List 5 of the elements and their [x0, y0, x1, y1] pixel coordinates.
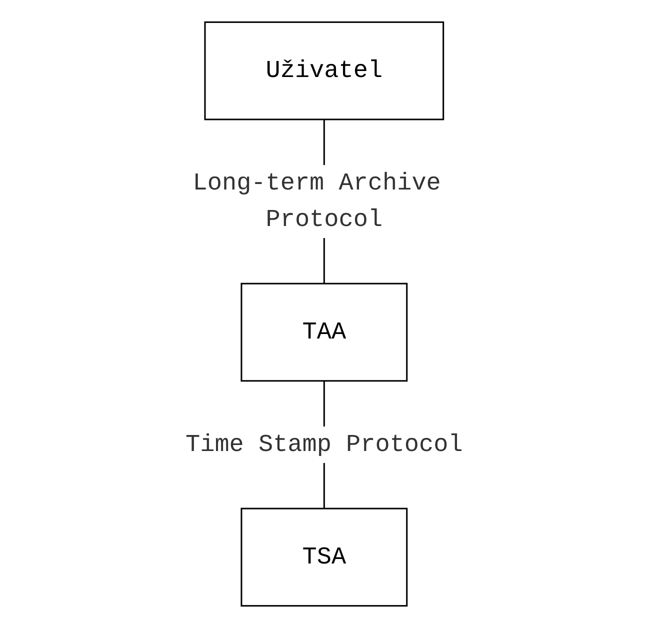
edge-label: Time Stamp Protocol — [186, 431, 464, 458]
edge-label: Long-term Archive Protocol — [193, 170, 442, 234]
node-box: TAA — [241, 282, 408, 382]
node-box: TSA — [241, 508, 408, 607]
node-box: Uživatel — [204, 21, 444, 120]
